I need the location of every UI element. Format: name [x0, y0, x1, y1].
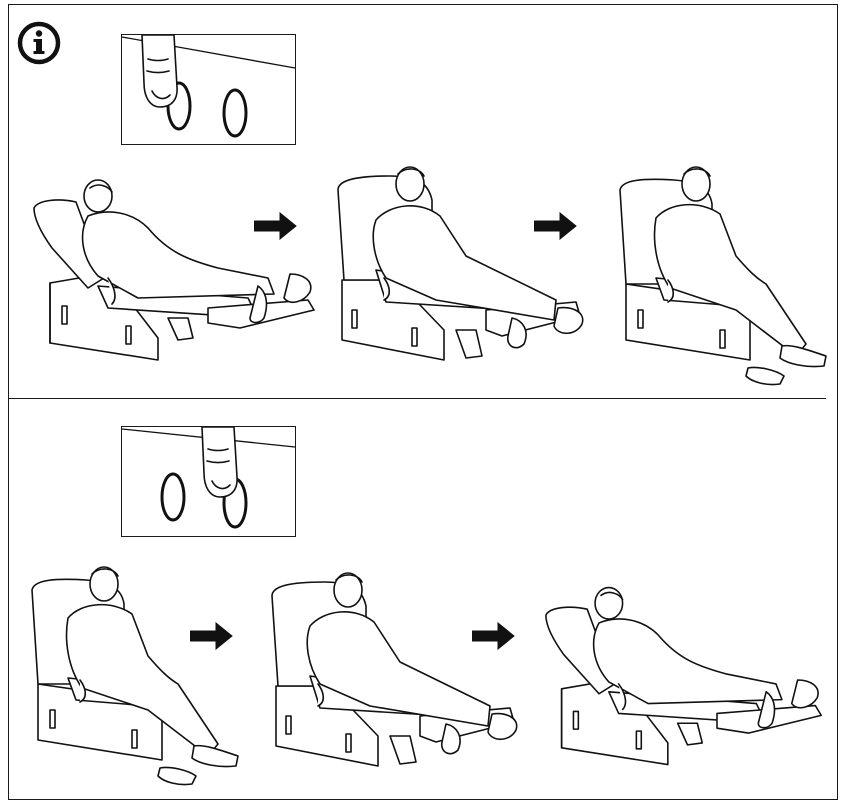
- chair-upright-figure: [619, 166, 827, 386]
- ring-button-icon: [160, 472, 186, 522]
- pointing-finger-icon: [201, 427, 238, 498]
- chair-half-reclined-figure: [271, 572, 518, 767]
- section-divider: [8, 398, 826, 399]
- info-circle-icon: [17, 21, 61, 65]
- button-press-inset-right: [121, 426, 296, 537]
- right-arrow-icon: [190, 622, 233, 650]
- chair-reclined-figure: [33, 179, 315, 361]
- ring-button-icon: [222, 88, 248, 138]
- chair-half-reclined-figure: [337, 166, 584, 361]
- right-arrow-icon: [534, 212, 577, 240]
- chair-upright-figure: [31, 566, 239, 786]
- pointing-finger-icon: [141, 35, 178, 108]
- right-arrow-icon: [254, 212, 297, 240]
- button-press-inset-left: [121, 34, 296, 145]
- right-arrow-icon: [472, 622, 515, 650]
- chair-reclined-figure: [545, 586, 823, 766]
